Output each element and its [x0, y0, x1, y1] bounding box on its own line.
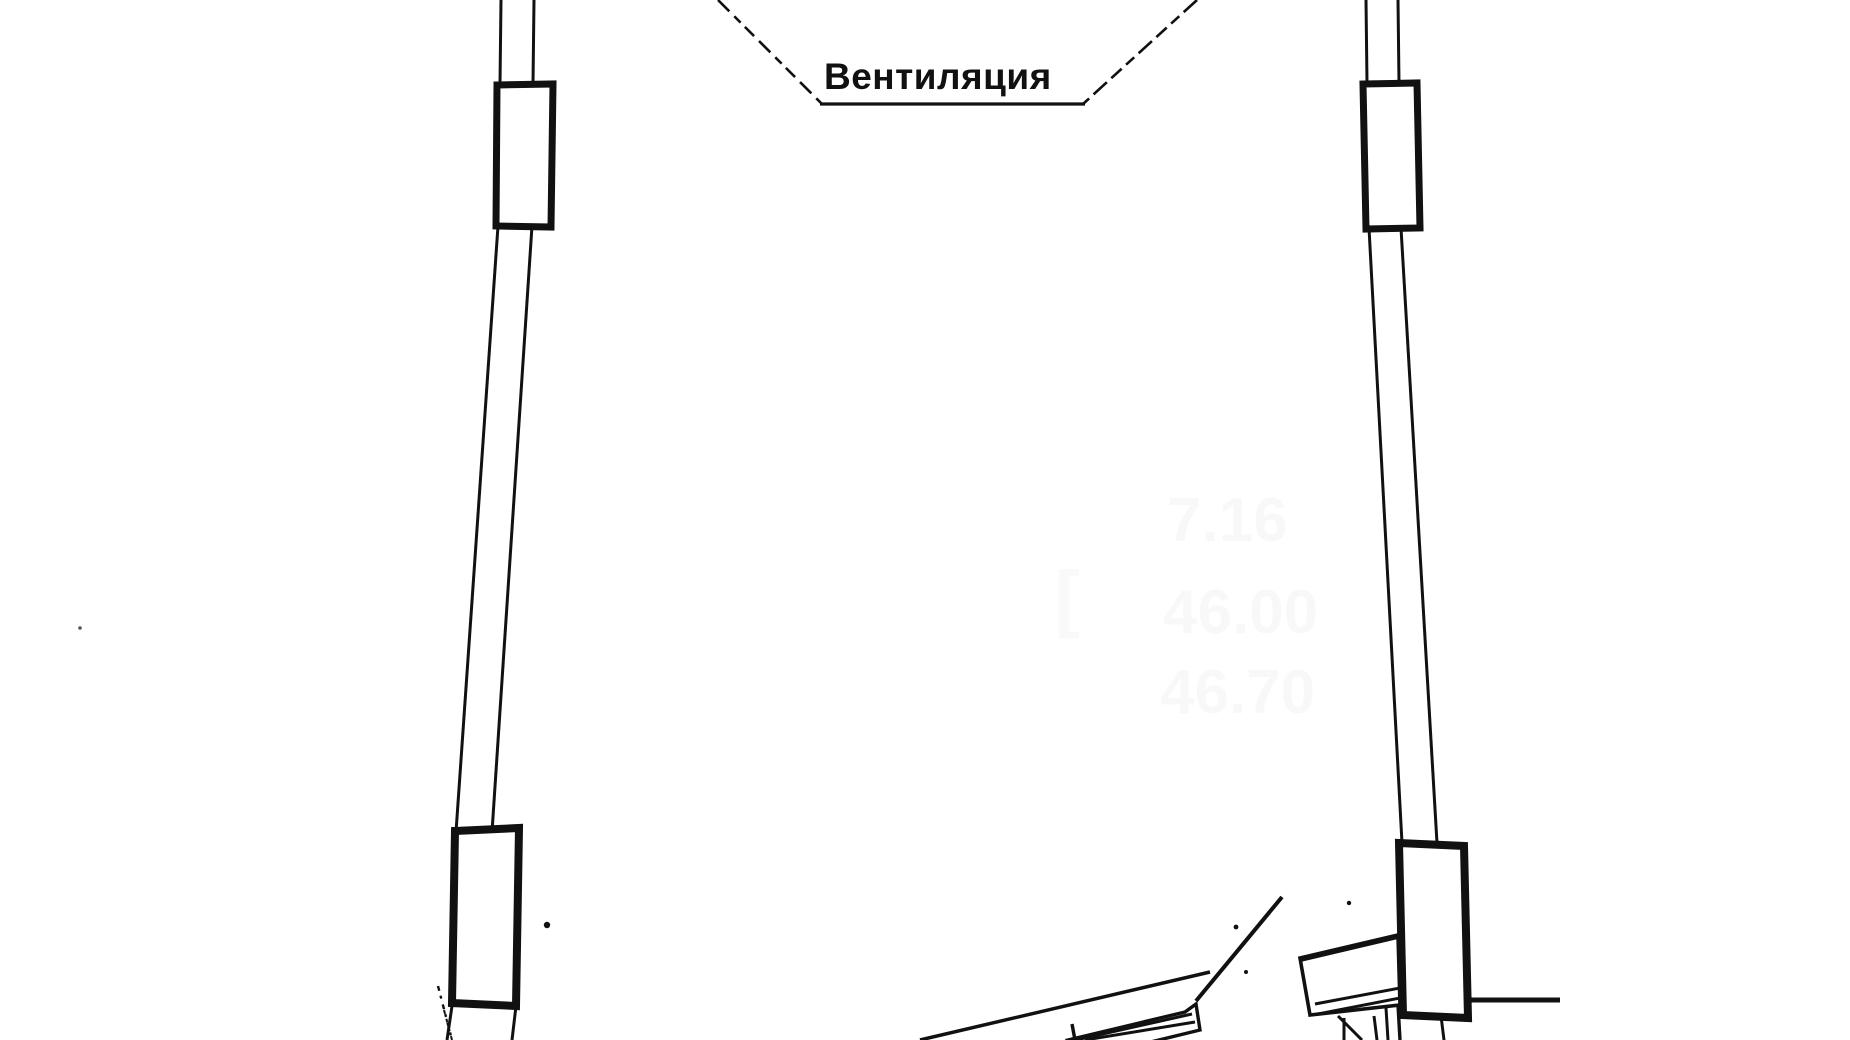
slab-hatch-line-1	[1314, 986, 1401, 1006]
right-duct-inner-wall-lower	[1372, 1015, 1379, 1040]
diagonal-wall-lower-left	[919, 970, 1211, 1040]
damper-top-right[interactable]	[1359, 79, 1424, 233]
left-duct-outer-wall-upper	[498, 0, 503, 85]
scan-artifacts	[78, 626, 1352, 1040]
left-duct-inner-wall-upper	[531, 0, 536, 85]
bottom-center-detail	[919, 895, 1284, 1040]
angled-connector-stub	[1194, 895, 1284, 1003]
bottom-right-detail	[1297, 932, 1560, 1040]
wedge-line-4	[1384, 1007, 1390, 1040]
ventilation-leader-group	[717, 0, 1198, 106]
left-duct-outer-wall-lower	[445, 1005, 454, 1040]
wedge-line-1	[1336, 1014, 1364, 1040]
scan-speck	[1233, 924, 1239, 930]
left-duct-inner-wall-middle	[490, 225, 534, 833]
left-duct-inner-wall-lower	[510, 1005, 518, 1040]
right-duct-outer-wall-upper	[1396, 0, 1401, 84]
tilted-slab-top-edge	[1299, 935, 1399, 962]
left-vertical-duct	[445, 0, 557, 1040]
damper-bottom-right[interactable]	[1394, 838, 1473, 1023]
right-duct-inner-wall-middle	[1367, 227, 1404, 844]
right-duct-inner-wall-upper	[1364, 0, 1369, 84]
tilted-opening-divider-2	[1084, 1020, 1196, 1040]
tilted-opening-end-cap	[1070, 1023, 1077, 1040]
scan-speck	[1244, 970, 1248, 974]
scan-speck	[1346, 900, 1352, 906]
tilted-opening-outer[interactable]	[1064, 1000, 1202, 1040]
leader-line-left-icon	[717, 0, 823, 105]
slab-hatch-line-2	[1317, 996, 1401, 1016]
left-duct-outer-wall-middle	[454, 225, 500, 833]
right-duct-outer-wall-middle	[1399, 227, 1439, 844]
damper-top-left[interactable]	[492, 80, 557, 231]
tilted-opening-divider	[1075, 1012, 1193, 1040]
right-vertical-duct	[1359, 0, 1473, 1040]
ventilation-label[interactable]: Вентиляция	[824, 56, 1052, 97]
scan-speck	[543, 921, 551, 929]
wedge-line-3	[1396, 1004, 1402, 1040]
leader-line-right-icon	[1082, 0, 1198, 105]
damper-bottom-left[interactable]	[447, 823, 524, 1011]
scan-speck	[78, 626, 82, 630]
